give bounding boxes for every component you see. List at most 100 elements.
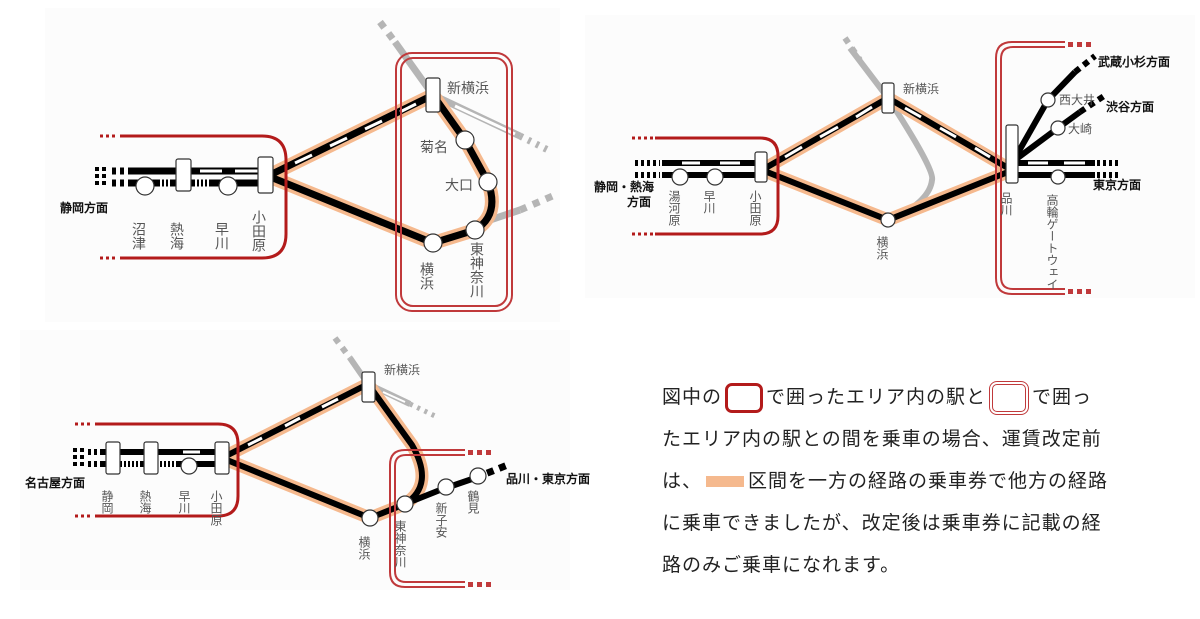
explanation-line-5: 路のみご乗車になれます。	[662, 554, 901, 576]
station-label-yugawara: 湯河原	[667, 190, 681, 226]
direction-label-shizuoka-atami: 静岡・熱海	[594, 179, 654, 194]
station-marker-shin-yokohama	[425, 77, 441, 113]
station-marker-atami	[143, 441, 159, 475]
track-dashed-end	[635, 53, 1118, 178]
highlight-legend-swatch-icon	[706, 476, 745, 487]
explanation-text-segment: で囲ったエリア内の駅と	[766, 386, 987, 408]
direction-label-shinagawa-tokyo: 品川・東京方面	[506, 471, 590, 486]
explanation-line-2: たエリア内の駅との間を乗車の場合、運賃改定前	[662, 428, 1102, 450]
explanation-text: 図中の で囲ったエリア内の駅と で囲っ たエリア内の駅との間を乗車の場合、運賃改定前…	[662, 376, 1192, 586]
station-label-hayakawa: 早川	[177, 490, 191, 514]
station-marker-hayakawa	[706, 168, 724, 186]
station-label-odawara: 小田原	[250, 210, 266, 252]
station-label-shin-yokohama: 新横浜	[903, 81, 939, 96]
station-label-shin-yokohama: 新横浜	[447, 81, 489, 97]
route-map-2: 静岡・熱海 方面 武蔵小杉方面 渋谷方面 東京方面 湯河原 早川 小田原 新横浜…	[594, 36, 1170, 295]
station-marker-yugawara	[671, 168, 689, 186]
other-line-shinkansen	[377, 19, 557, 228]
double-area-border	[395, 52, 513, 312]
station-label-shinagawa: 品川	[999, 192, 1013, 216]
station-marker-higashi-kanagawa	[396, 495, 414, 513]
double-area-border	[389, 449, 495, 588]
diagram-panel-shizuoka-shinagawa: 静岡・熱海 方面 武蔵小杉方面 渋谷方面 東京方面 湯河原 早川 小田原 新横浜…	[585, 15, 1195, 298]
station-marker-hayakawa	[218, 176, 238, 196]
track	[662, 69, 1095, 224]
route-map-1: 静岡方面 沼津 熱海 早川 小田原 新横浜 菊名 大口 横浜 東神奈川	[60, 19, 557, 312]
station-marker-osaki	[1050, 120, 1066, 136]
direction-label-tokyo: 東京方面	[1093, 177, 1141, 192]
station-label-atami: 熱海	[168, 222, 184, 250]
direction-label-shibuya: 渋谷方面	[1106, 99, 1154, 114]
station-marker-takanawa-gateway	[1050, 169, 1066, 185]
station-marker-odawara	[257, 156, 274, 194]
station-marker-atami	[175, 158, 192, 192]
direction-label-musashi-kosugi: 武蔵小杉方面	[1098, 54, 1170, 69]
station-label-nishi-oi: 西大井	[1059, 93, 1095, 107]
track-dashes	[682, 105, 1085, 165]
explanation-line-4: に乗車できましたが、改定後は乗車券に記載の経	[662, 512, 1102, 534]
track-dashed-end	[95, 167, 210, 187]
station-marker-numazu	[135, 176, 155, 196]
station-marker-shin-yokohama	[361, 371, 376, 403]
station-label-odawara: 小田原	[748, 190, 762, 226]
double-area-border	[995, 41, 1092, 295]
diagram-panel-shizuoka-yokohama: 静岡方面 沼津 熱海 早川 小田原 新横浜 菊名 大口 横浜 東神奈川	[45, 8, 560, 322]
explanation-line-3: は、 区間を一方の経路の乗車券で他方の経路	[662, 460, 1192, 502]
station-marker-nishi-oi	[1040, 92, 1056, 108]
station-marker-tsurumi	[469, 467, 487, 485]
single-area-border	[75, 422, 240, 518]
stations	[135, 77, 498, 253]
direction-label-houmen: 方面	[627, 194, 651, 209]
station-marker-higashi-kanagawa	[465, 220, 485, 240]
station-label-higashi-kanagawa: 東神奈川	[393, 520, 407, 568]
station-label-kikuna: 菊名	[420, 140, 448, 156]
station-marker-odawara	[754, 151, 768, 183]
station-label-osaki: 大崎	[1068, 122, 1092, 136]
explanation-text-segment: は、	[662, 470, 703, 492]
station-label-numazu: 沼津	[130, 222, 146, 250]
station-label-tsurumi: 鶴見	[466, 489, 480, 514]
station-marker-shinagawa	[1005, 124, 1019, 184]
direction-label-nagoya: 名古屋方面	[25, 475, 85, 490]
explanation-text-segment: 区間を一方の経路の乗車券で他方の経路	[748, 470, 1109, 492]
station-marker-shin-yokohama	[881, 82, 895, 114]
direction-label-shizuoka: 静岡方面	[60, 200, 108, 215]
single-border-legend-icon	[725, 382, 764, 413]
station-marker-odawara	[214, 441, 230, 475]
station-marker-shizuoka	[105, 441, 121, 475]
station-label-shizuoka: 静岡	[100, 490, 114, 514]
station-label-takanawa-gateway: 高輪ゲートウェイ	[1045, 193, 1059, 290]
station-label-hayakawa: 早川	[213, 222, 229, 250]
stations	[105, 371, 487, 527]
route-map-3: 名古屋方面 品川・東京方面 静岡 熱海 早川 小田原 新横浜 横浜 東神奈川 新…	[25, 336, 590, 588]
single-area-border	[632, 136, 780, 236]
station-label-hayakawa: 早川	[702, 190, 716, 214]
station-label-odawara: 小田原	[209, 490, 223, 526]
station-label-shin-yokohama: 新横浜	[384, 362, 420, 377]
other-line-yokohama	[847, 46, 936, 221]
highlight-route	[758, 91, 1012, 227]
station-label-yokohama: 横浜	[875, 236, 889, 260]
explanation-text-segment: で囲っ	[1032, 386, 1093, 408]
track-dashes	[200, 102, 417, 173]
station-marker-yokohama	[423, 233, 443, 253]
explanation-line-1: 図中の で囲ったエリア内の駅と で囲っ	[662, 376, 1192, 418]
explanation-text-segment: 図中の	[662, 386, 723, 408]
track-dashed-end	[73, 448, 178, 468]
station-label-koyasu: 新子安	[434, 501, 448, 538]
station-label-yokohama: 横浜	[357, 536, 371, 560]
track-dashes	[183, 397, 339, 454]
station-label-higashi-kanagawa: 東神奈川	[468, 242, 484, 298]
station-marker-hayakawa	[180, 457, 198, 475]
double-border-legend-icon	[989, 380, 1030, 415]
stations	[671, 82, 1066, 228]
station-label-atami: 熱海	[138, 490, 152, 514]
station-marker-yokohama	[880, 212, 896, 228]
station-label-oguchi: 大口	[445, 178, 473, 194]
diagram-panel-nagoya-shinagawa: 名古屋方面 品川・東京方面 静岡 熱海 早川 小田原 新横浜 横浜 東神奈川 新…	[20, 330, 590, 590]
single-area-border	[100, 134, 288, 260]
station-marker-koyasu	[437, 478, 455, 496]
station-marker-yokohama	[361, 509, 379, 527]
station-marker-oguchi	[478, 172, 498, 192]
station-label-yokohama: 横浜	[418, 262, 434, 290]
